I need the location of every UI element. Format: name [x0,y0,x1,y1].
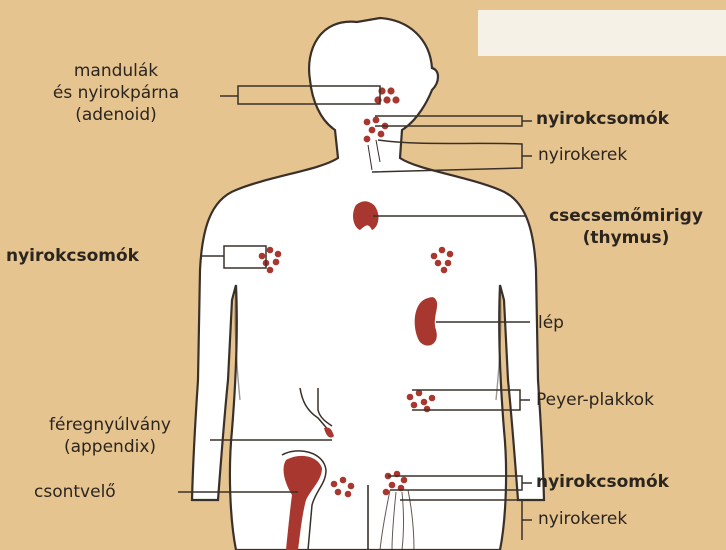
label-lymph-vessels-leg: nyirokerek [538,508,627,530]
label-lymph-vessels-neck: nyirokerek [538,144,627,166]
paper-overlay [478,10,726,56]
label-lymph-nodes-groin: nyirokcsomók [536,471,669,493]
label-thymus: csecsemőmirigy (thymus) [528,205,724,249]
label-peyer: Peyer-plakkok [536,389,654,411]
label-tonsils: mandulák és nyirokpárna (adenoid) [18,60,214,126]
label-appendix: féregnyúlvány (appendix) [8,414,212,458]
label-lymph-nodes-armpit: nyirokcsomók [6,245,139,267]
label-lymph-nodes-neck: nyirokcsomók [536,108,669,130]
label-spleen: lép [538,312,564,334]
label-bone-marrow: csontvelő [34,481,116,503]
